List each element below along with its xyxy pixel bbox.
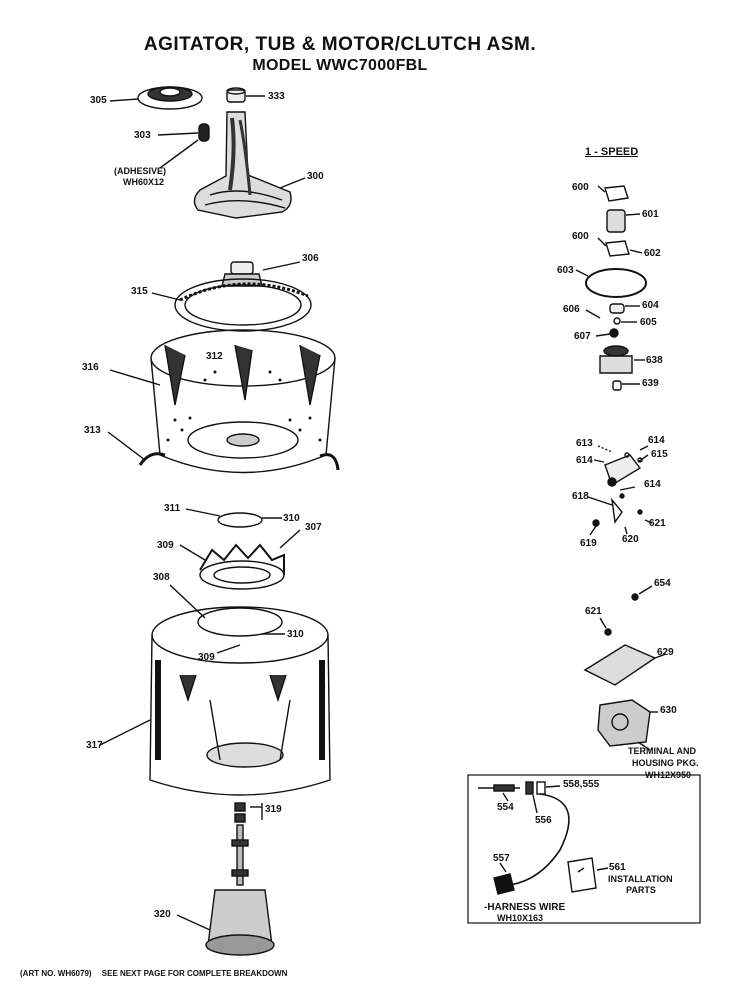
part-306 [221,261,301,287]
label-316: 316 [82,362,99,373]
label-629: 629 [657,647,674,658]
label-309-lower: 309 [198,652,215,663]
label-wh60x12: WH60X12 [123,177,165,187]
seal-311-310 [185,508,282,528]
label-600-upper: 600 [572,182,589,193]
label-603: 603 [557,265,574,276]
right-650-series [583,585,667,751]
label-313: 313 [84,425,101,436]
label-615: 615 [651,449,668,460]
label-605: 605 [640,317,657,328]
label-harness-wire: -HARNESS WIRE [484,902,566,913]
label-639: 639 [642,378,659,389]
label-terminal-line3: WH12X950 [645,770,692,780]
speed-heading: 1 - SPEED [585,146,639,158]
label-300: 300 [307,171,324,182]
label-307: 307 [305,522,322,533]
label-607: 607 [574,331,591,342]
label-604: 604 [642,300,659,311]
label-310-lower: 310 [287,629,304,640]
label-561: 561 [609,862,626,873]
label-654: 654 [654,578,671,589]
label-601: 601 [642,209,659,220]
footer: (ART NO. WH6079) SEE NEXT PAGE FOR COMPL… [20,969,295,978]
motor-clutch-320 [176,824,275,956]
label-554: 554 [497,802,514,813]
label-308: 308 [153,572,170,583]
label-558-555: 558,555 [563,779,600,790]
label-613: 613 [576,438,593,449]
label-parts: PARTS [626,885,656,895]
label-619: 619 [580,538,597,549]
label-320: 320 [154,909,171,920]
part-319 [234,802,263,823]
label-606: 606 [563,304,580,315]
part-313 [107,431,340,471]
label-630: 630 [660,705,677,716]
label-333: 333 [268,91,285,102]
label-620: 620 [622,534,639,545]
label-installation: INSTALLATION [608,874,673,884]
label-638: 638 [646,355,663,366]
outer-tub-317 [99,606,331,796]
label-309-upper: 309 [157,540,174,551]
spin-basket-316 [109,329,336,474]
label-312: 312 [206,351,223,362]
label-303: 303 [134,130,151,141]
part-307-309 [179,529,301,590]
label-terminal-line1: TERMINAL AND [628,746,696,756]
part-333 [226,87,265,103]
label-319: 319 [265,804,282,815]
label-614-a: 614 [648,435,665,446]
label-terminal-line2: HOUSING PKG. [632,758,699,768]
harness-box [467,774,701,924]
label-306: 306 [302,253,319,264]
balance-ring-315 [151,278,312,332]
label-557: 557 [493,853,510,864]
label-602: 602 [644,248,661,259]
model-title: MODEL WWC7000FBL [252,57,428,74]
label-618-a: 618 [572,491,589,502]
page-title: AGITATOR, TUB & MOTOR/CLUTCH ASM. [143,34,537,55]
agitator-cap-305 [109,86,203,110]
label-614-b: 614 [576,455,593,466]
footer-art-no: (ART NO. WH6079) [20,969,92,978]
label-621-a: 621 [649,518,666,529]
label-614-c: 614 [644,479,661,490]
right-610-series [587,445,653,536]
part-308 [169,584,285,654]
label-311: 311 [164,503,181,514]
label-600-lower: 600 [572,231,589,242]
label-317: 317 [86,740,103,751]
right-600-series [575,185,647,391]
part-303 [157,123,210,169]
label-315: 315 [131,286,148,297]
label-310-upper: 310 [283,513,300,524]
label-adhesive: (ADHESIVE) [114,166,167,176]
agitator-300 [193,111,306,219]
label-621-b: 621 [585,606,602,617]
label-305: 305 [90,95,107,106]
label-556: 556 [535,815,552,826]
footer-note: SEE NEXT PAGE FOR COMPLETE BREAKDOWN [101,969,288,978]
label-harness-part: WH10X163 [497,913,544,923]
